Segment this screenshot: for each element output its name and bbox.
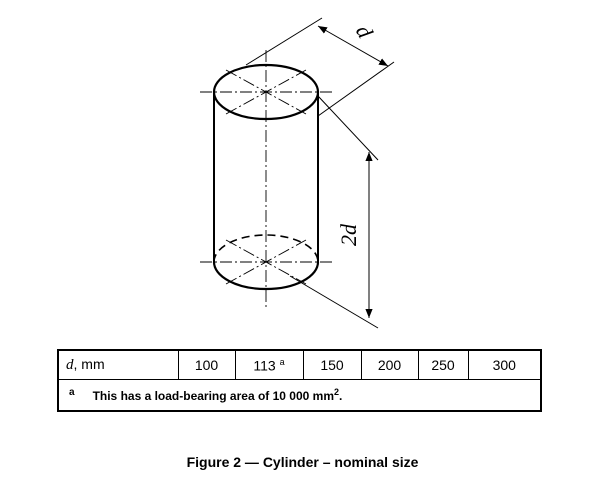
size-cell: 250	[417, 349, 469, 380]
footnote-text: This has a load-bearing area of 10 000 m…	[92, 389, 334, 403]
unit-label: , mm	[73, 356, 105, 372]
figure-caption: Figure 2 — Cylinder – nominal size	[186, 454, 419, 470]
height-label: 2d	[336, 223, 361, 246]
size-cell-footnoted: 113 a	[234, 349, 304, 380]
center-lines	[200, 50, 332, 310]
size-cell: 300	[467, 349, 542, 380]
size-cell: 100	[177, 349, 236, 380]
cylinder-drawing: d 2d	[200, 17, 395, 329]
header-cell: d, mm	[57, 349, 179, 380]
size-cell: 150	[302, 349, 362, 380]
footnote-end: .	[339, 389, 343, 403]
footnote-exponent: 2	[334, 387, 340, 397]
height-dimension	[289, 95, 379, 329]
size-cell: 200	[360, 349, 419, 380]
footnote-marker: a	[69, 387, 75, 398]
footnote-row: a This has a load-bearing area of 10 000 …	[57, 379, 542, 412]
size-value: 113	[253, 357, 276, 374]
diameter-dimension	[245, 17, 395, 117]
cylinder-bottom-hidden-arc	[213, 234, 319, 263]
size-footnote-marker: a	[279, 356, 285, 367]
size-row: d, mm 100 113 a 150 200 250 300	[57, 349, 542, 380]
diameter-symbol: d	[66, 357, 74, 373]
diameter-label: d	[351, 20, 379, 43]
cylinder-bottom-front-arc	[212, 261, 320, 291]
footnote-cell: a This has a load-bearing area of 10 000 …	[57, 379, 542, 412]
